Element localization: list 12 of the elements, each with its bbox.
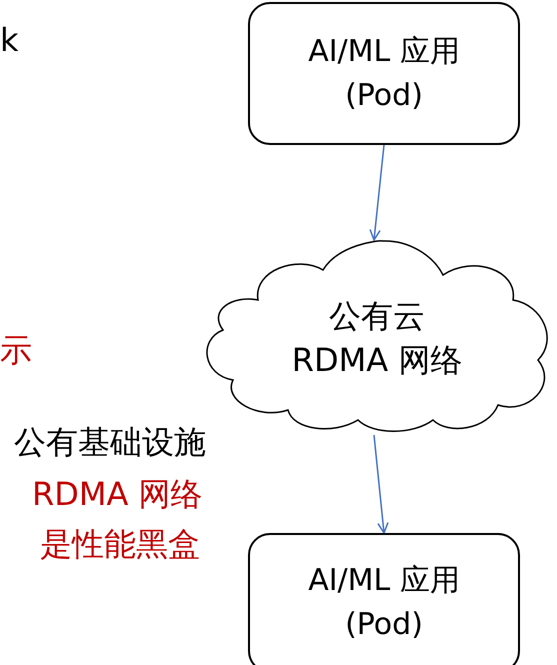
text-label: 是性能黑盒 xyxy=(40,524,200,565)
node-label: AI/ML 应用 (Pod) xyxy=(307,32,461,114)
text-label: RDMA 网络 xyxy=(32,474,203,515)
process-box xyxy=(248,2,520,145)
text-label: 公有基础设施 xyxy=(14,422,206,463)
text-label: 示 xyxy=(0,330,32,371)
process-box xyxy=(248,533,520,665)
arrow xyxy=(369,144,385,241)
node-label: AI/ML 应用 (Pod) xyxy=(307,562,461,644)
text-label: k xyxy=(0,20,19,61)
node-label: 公有云 RDMA 网络 xyxy=(290,296,464,380)
arrow xyxy=(373,434,389,534)
